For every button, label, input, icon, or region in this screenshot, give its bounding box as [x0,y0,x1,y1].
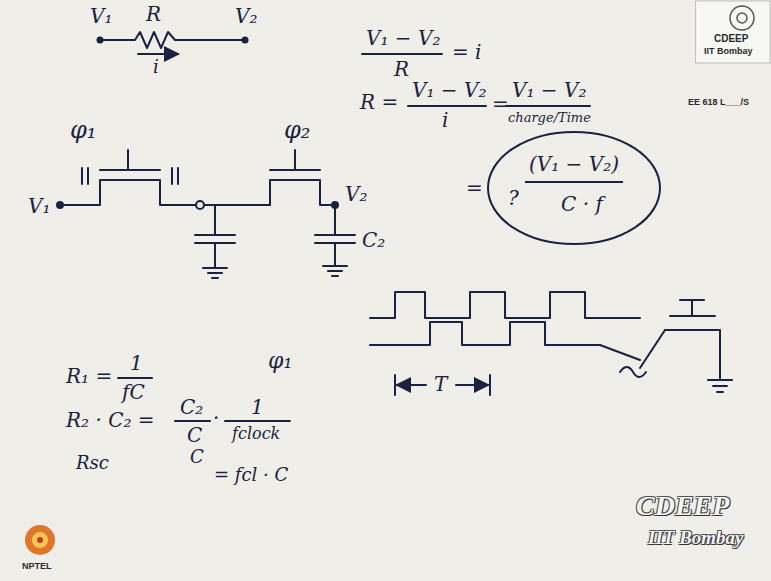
period-arrow [397,384,426,386]
node-voltage: V₁ [90,6,112,26]
clock-phase: φ₁ [268,350,292,372]
denominator: C [187,425,202,445]
capacitor-symbol [195,205,270,278]
equation-text: = [492,94,509,114]
period-arrow [456,384,488,386]
nptel-logo [32,532,48,548]
mos-switch [60,150,196,205]
node-voltage: V₁ [28,196,50,216]
nptel-logo [25,525,55,555]
denominator: fclock [232,426,280,442]
equation-text: R₁ = [66,366,112,386]
equation-text: R = [360,92,398,112]
logo-gear [737,13,747,23]
equation-text: R₂ · C₂ = [66,410,155,430]
fraction-bar [506,105,590,107]
period-label: T [434,374,447,394]
numerator: V₁ − V₂ [512,80,586,100]
question-mark: ? [508,188,519,208]
capacitor-symbol [315,205,355,276]
terminal-dot [243,38,248,43]
equation-text: Rsc [76,454,109,472]
resistor-label: R [146,4,161,24]
fraction-bar [525,181,623,183]
fraction-bar [175,420,210,422]
fraction-bar [118,377,152,379]
node-voltage: V₂ [345,184,367,204]
equation-text: C [190,448,204,466]
logo-text: CDEEP [714,34,748,44]
numerator: V₁ − V₂ [412,80,486,100]
watermark: CDEEP [636,492,729,520]
circled-term: (V₁ − V₂) [529,154,619,174]
node-voltage: V₂ [235,6,257,26]
denominator: charge/Time [508,111,591,124]
mos-switch [270,150,335,205]
course-code: EE 618 L___/S [688,98,749,107]
equation-text: = [466,178,483,198]
current-label: i [153,58,159,76]
numerator: 1 [251,397,264,417]
nptel-logo [37,537,43,543]
logo-panel [696,1,770,63]
clock-waveform [370,292,640,318]
clock-phase: φ₂ [284,118,310,142]
fraction-bar [362,53,442,55]
logo-text: IIT Bombay [704,47,753,56]
denominator: fC [122,382,145,402]
current-arrow [138,53,178,55]
circled-expression: (V₁ − V₂)? C · f [486,130,662,246]
fraction-bar [408,105,486,107]
equation-text: = fcl · C [214,466,288,484]
capacitor-label: C₂ [362,230,385,250]
numerator: 1 [130,353,143,373]
watermark: IIT Bombay [648,528,744,547]
fraction-bar [225,420,290,422]
equation-text: · [213,408,219,428]
logo-gear [730,6,754,30]
period-marker [395,375,490,395]
denominator: R [394,59,409,79]
logo-text: NPTEL [22,562,52,571]
numerator: V₁ − V₂ [366,28,440,48]
circled-term: C · f [561,194,603,214]
numerator: C₂ [180,397,203,417]
clock-waveform [370,322,640,360]
clock-phase: φ₁ [70,118,96,142]
terminal-dot [98,38,103,43]
node-circle [196,201,204,209]
gate-capacitor [82,168,178,184]
equation-text: = i [452,42,482,62]
mosfet-sketch [620,300,732,392]
denominator: i [442,110,448,130]
resistor-symbol [100,32,245,48]
